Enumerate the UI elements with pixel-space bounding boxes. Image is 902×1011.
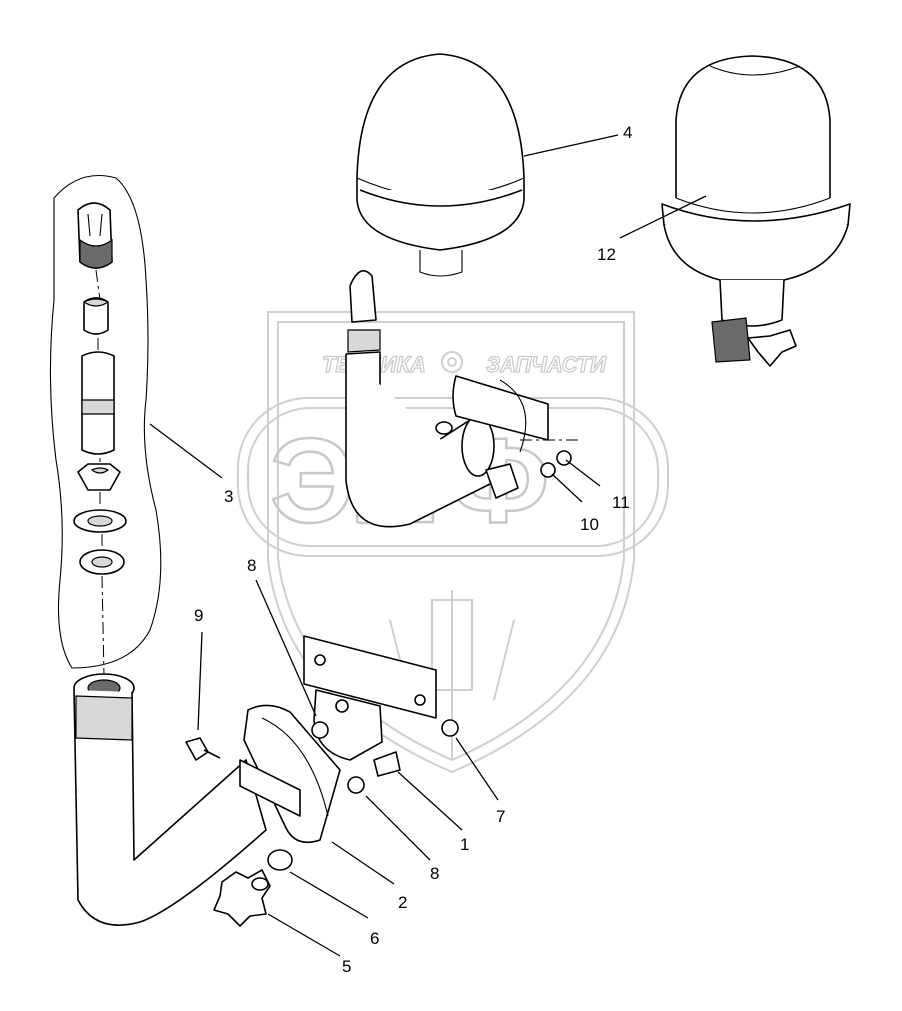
callout-2: 2 (398, 893, 407, 912)
callout-12: 12 (597, 245, 616, 264)
callout-11: 11 (612, 493, 630, 512)
callout-labels: 1 2 3 4 5 6 7 8 8 9 10 11 12 (194, 123, 632, 976)
callout-7: 7 (496, 807, 505, 826)
callout-6: 6 (370, 929, 379, 948)
callout-9: 9 (194, 606, 203, 625)
callout-8-bottom: 8 (430, 864, 439, 883)
part-4-lamp-dome (356, 53, 525, 277)
callout-4: 4 (623, 123, 632, 142)
watermark: ТЕХНИКА ЗАПЧАСТИ ЭЛФ (237, 311, 669, 774)
middle-assembly-view (345, 270, 580, 528)
callout-1: 1 (460, 835, 469, 854)
callout-3: 3 (224, 487, 233, 506)
callout-5: 5 (342, 957, 351, 976)
callout-8-top: 8 (247, 556, 256, 575)
bottom-exploded-view (73, 635, 459, 927)
watermark-brand-right: ЗАПЧАСТИ (486, 352, 607, 377)
callout-10: 10 (580, 515, 599, 534)
gear-icon (441, 351, 463, 373)
part-12-beacon-assembled (661, 55, 851, 367)
watermark-shield (267, 311, 635, 774)
leader-lines (149, 134, 707, 957)
part-3-group-outline (49, 174, 162, 677)
